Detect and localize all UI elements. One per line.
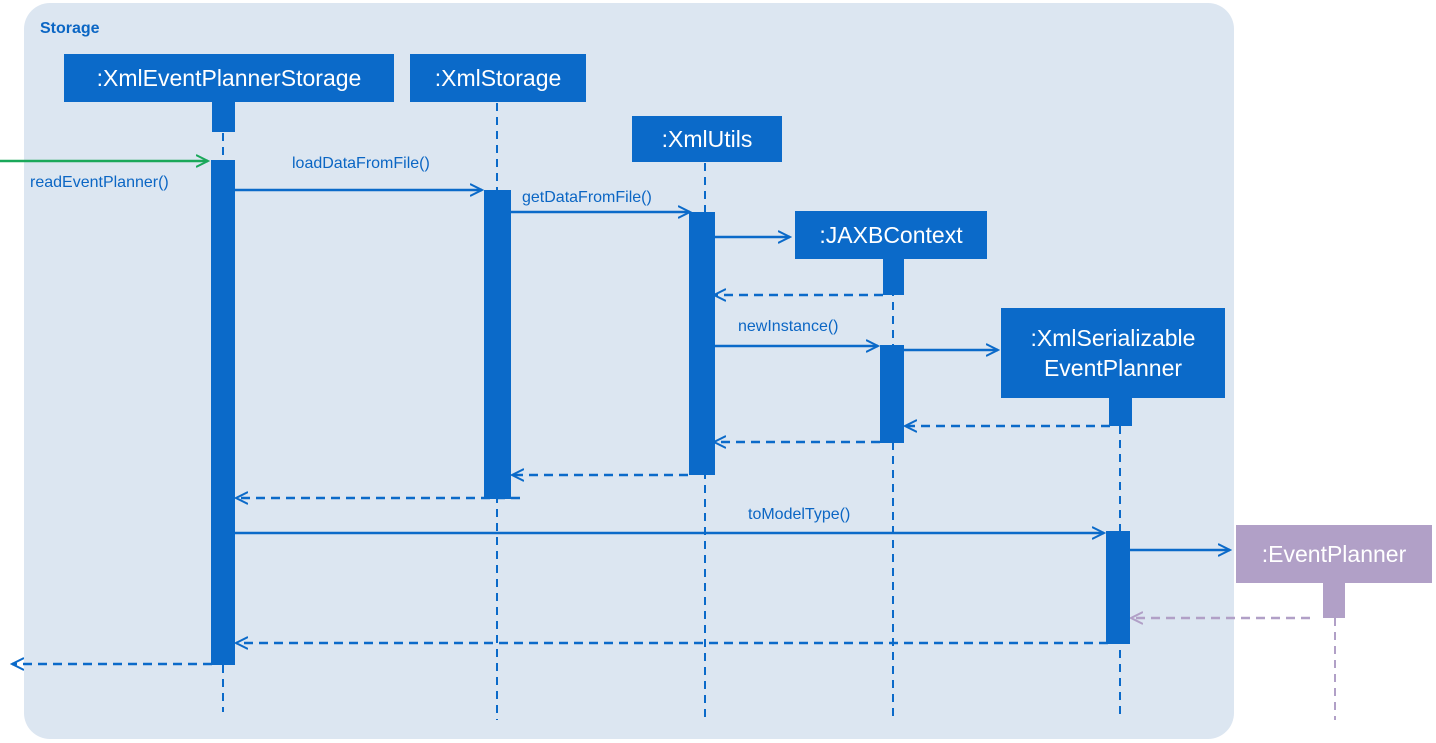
lifeline-box-xml-storage: :XmlStorage <box>410 54 586 102</box>
activation-xml-storage <box>484 190 511 499</box>
lifeline-label: :XmlEventPlannerStorage <box>96 65 362 91</box>
lifeline-box-xml-event-planner-storage: :XmlEventPlannerStorage <box>64 54 394 102</box>
activation-xml-utils <box>689 212 715 475</box>
activation-xml-serializable <box>1106 531 1130 644</box>
message-read-event-planner: readEventPlanner() <box>30 174 169 191</box>
message-get-data-from-file: getDataFromFile() <box>522 189 652 206</box>
lifeline-box-jaxb-context: :JAXBContext <box>795 211 987 259</box>
message-to-model-type: toModelType() <box>748 506 851 523</box>
frame-title: Storage <box>40 20 100 37</box>
lifeline-stem <box>883 259 904 295</box>
lifeline-label-line1: :XmlSerializable <box>1030 325 1196 351</box>
lifeline-dashes <box>222 103 1121 720</box>
lifeline-box-xml-utils: :XmlUtils <box>632 116 782 162</box>
lifeline-stem <box>212 102 235 132</box>
lifeline-box-event-planner: :EventPlanner <box>1236 525 1432 583</box>
message-load-data-from-file: loadDataFromFile() <box>292 155 430 172</box>
activation-xml-event-planner-storage <box>211 160 235 665</box>
lifeline-stem <box>1109 398 1132 426</box>
lifeline-label: :EventPlanner <box>1261 541 1407 567</box>
lifeline-label: :JAXBContext <box>819 222 963 248</box>
lifeline-label-line2: EventPlanner <box>1043 355 1183 381</box>
lifeline-stem <box>1323 583 1345 618</box>
message-new-instance: newInstance() <box>738 318 839 335</box>
lifeline-box-xml-serializable-event-planner: :XmlSerializable EventPlanner <box>1001 308 1225 398</box>
activation-jaxb-context <box>880 345 904 443</box>
lifeline-label: :XmlUtils <box>661 126 753 152</box>
lifeline-label: :XmlStorage <box>434 65 562 91</box>
